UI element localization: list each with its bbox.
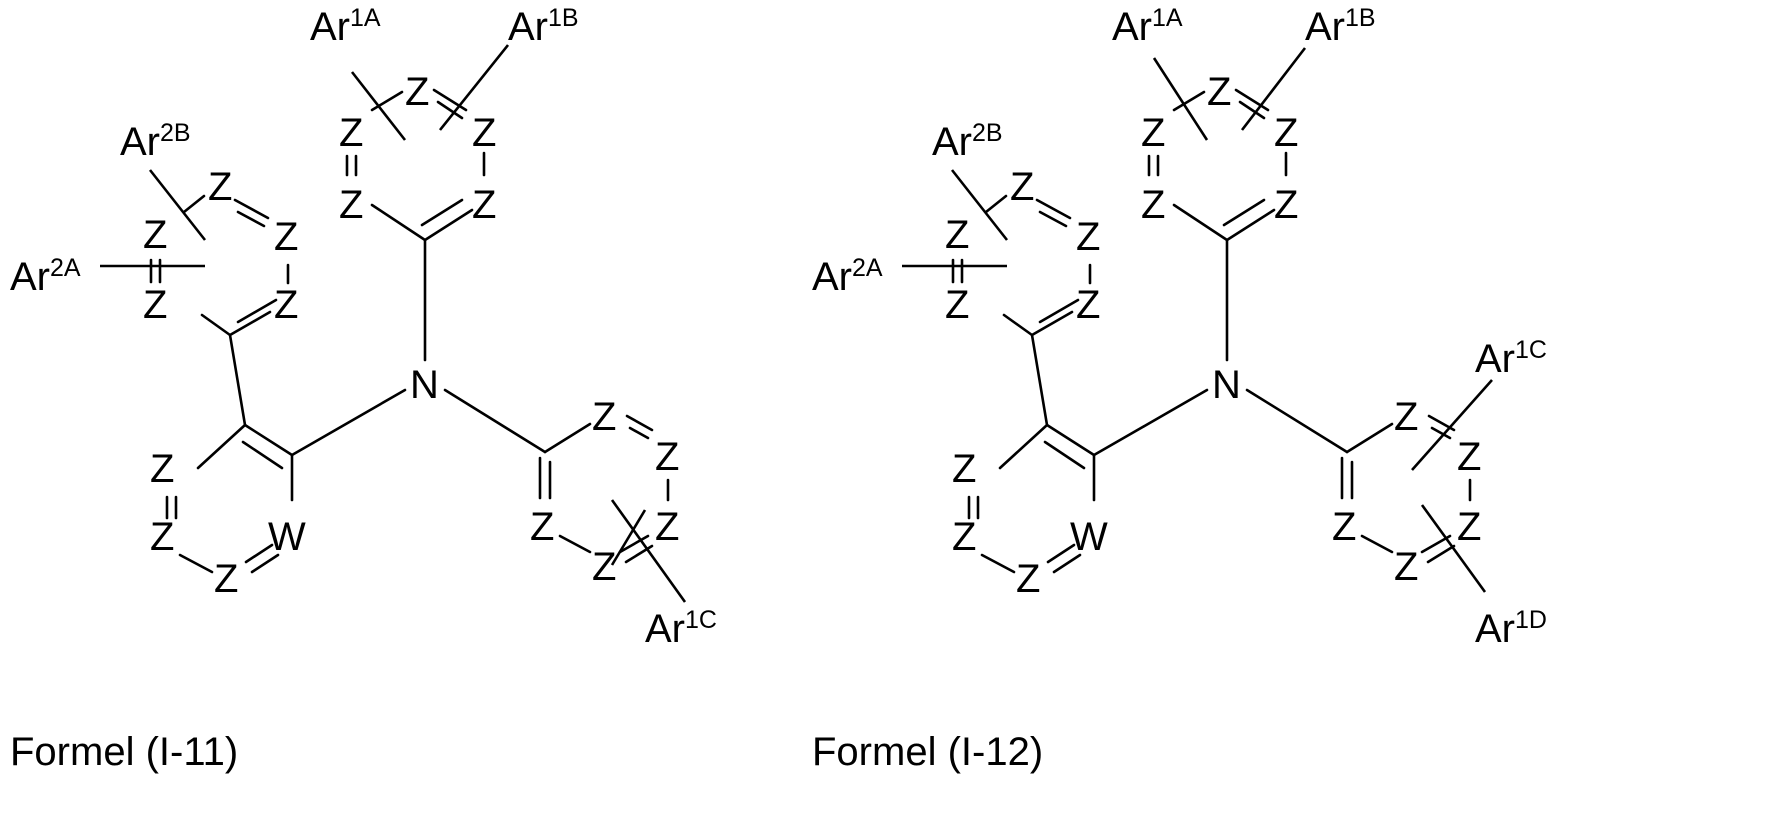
ring-atom-z: Z bbox=[592, 395, 616, 439]
ring-atom-z: Z bbox=[150, 515, 174, 559]
ring-atom-z: Z bbox=[952, 447, 976, 491]
ring-atom-z: Z bbox=[945, 213, 969, 257]
ring-atom-z: Z bbox=[1010, 165, 1034, 209]
ring-atom-z: Z bbox=[592, 545, 616, 589]
ring-atom-z: Z bbox=[1076, 283, 1100, 327]
nitrogen-atom: N bbox=[1212, 363, 1241, 407]
ring-atom-z: Z bbox=[208, 165, 232, 209]
ring-atom-z: Z bbox=[1457, 435, 1481, 479]
ring-atoms: Z Z Z Z Z Z Z Z Z Z Z Z Z W Z Z Z Z Z N bbox=[945, 70, 1481, 601]
ring-atom-z: Z bbox=[274, 215, 298, 259]
ring-atom-z: Z bbox=[952, 515, 976, 559]
label-ar-1b: Ar1B bbox=[508, 4, 579, 49]
caption-formel-i-12: Formel (I-12) bbox=[812, 730, 1043, 774]
ring-atom-z: Z bbox=[214, 557, 238, 601]
ring-atom-z: Z bbox=[150, 447, 174, 491]
structure-i-11: Z Z Z Z Z Z Z Z Z Z Z Z Z W Z Z Z Z Z N … bbox=[10, 4, 717, 774]
ring-atom-z: Z bbox=[339, 111, 363, 155]
label-ar-2b: Ar2B bbox=[932, 119, 1003, 164]
label-ar-2a: Ar2A bbox=[10, 254, 81, 299]
structure-i-12: Z Z Z Z Z Z Z Z Z Z Z Z Z W Z Z Z Z Z N … bbox=[812, 4, 1547, 774]
ring-atoms: Z Z Z Z Z Z Z Z Z Z Z Z Z W Z Z Z Z Z N bbox=[143, 70, 679, 601]
ring-atom-z: Z bbox=[1457, 505, 1481, 549]
ring-atom-z: Z bbox=[1274, 183, 1298, 227]
ring-atom-z: Z bbox=[1394, 545, 1418, 589]
ring-atom-z: Z bbox=[405, 70, 429, 114]
ring-atom-z: Z bbox=[1394, 395, 1418, 439]
ring-atom-z: Z bbox=[655, 435, 679, 479]
ring-atom-z: Z bbox=[1076, 215, 1100, 259]
caption-formel-i-11: Formel (I-11) bbox=[10, 730, 238, 774]
label-ar-1d: Ar1D bbox=[1475, 606, 1547, 651]
ring-atom-w: W bbox=[1070, 515, 1108, 559]
bond-network bbox=[151, 90, 668, 572]
substituent-labels: Ar2A Ar2B Ar1A Ar1B Ar1C Ar1D bbox=[812, 4, 1547, 651]
ring-atom-z: Z bbox=[143, 213, 167, 257]
label-ar-2a: Ar2A bbox=[812, 254, 883, 299]
label-ar-1b: Ar1B bbox=[1305, 4, 1376, 49]
ring-atom-z: Z bbox=[1332, 505, 1356, 549]
label-ar-1c: Ar1C bbox=[645, 606, 717, 651]
nitrogen-atom: N bbox=[410, 363, 439, 407]
ring-atom-z: Z bbox=[530, 505, 554, 549]
ring-atom-z: Z bbox=[1274, 111, 1298, 155]
label-ar-1a: Ar1A bbox=[310, 4, 381, 49]
ring-atom-z: Z bbox=[945, 283, 969, 327]
label-ar-1a: Ar1A bbox=[1112, 4, 1183, 49]
ring-atom-z: Z bbox=[339, 183, 363, 227]
ring-atom-z: Z bbox=[274, 283, 298, 327]
label-ar-2b: Ar2B bbox=[120, 119, 191, 164]
label-ar-1c: Ar1C bbox=[1475, 336, 1547, 381]
ring-atom-z: Z bbox=[1141, 111, 1165, 155]
ring-atom-z: Z bbox=[1141, 183, 1165, 227]
ring-atom-z: Z bbox=[472, 183, 496, 227]
ring-atom-z: Z bbox=[143, 283, 167, 327]
ring-atom-z: Z bbox=[472, 111, 496, 155]
ring-atom-w: W bbox=[268, 515, 306, 559]
ring-atom-z: Z bbox=[655, 505, 679, 549]
ring-atom-z: Z bbox=[1207, 70, 1231, 114]
ring-atom-z: Z bbox=[1016, 557, 1040, 601]
bond-network bbox=[953, 90, 1470, 572]
